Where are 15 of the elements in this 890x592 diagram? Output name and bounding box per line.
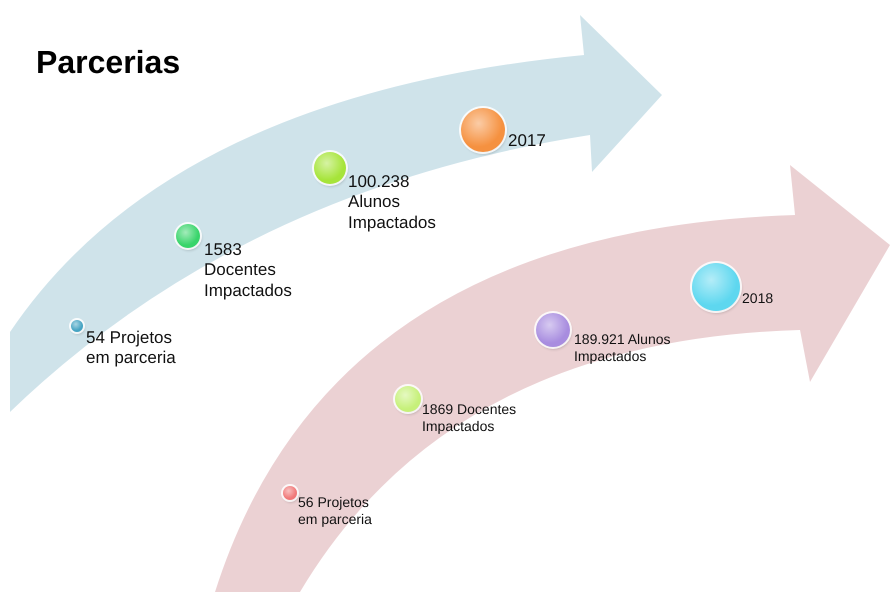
- circle-marker: [176, 224, 200, 248]
- circle-marker: [314, 152, 346, 184]
- node-label: 2017: [508, 131, 547, 152]
- circle-marker: [395, 386, 421, 412]
- node-label: 189.921 Alunos Impactados: [574, 331, 672, 365]
- node-label: 1869 Docentes Impactados: [422, 401, 518, 435]
- node-label: 1583 Docentes Impactados: [204, 240, 293, 302]
- node-label: 54 Projetos em parceria: [86, 328, 177, 369]
- node-label: 56 Projetos em parceria: [298, 494, 373, 528]
- node-label: 2018: [742, 290, 774, 307]
- circle-marker: [71, 320, 83, 332]
- title: Parcerias: [36, 44, 180, 81]
- node-label: 100.238 Alunos Impactados: [348, 172, 437, 234]
- circle-marker: [536, 313, 570, 347]
- circle-marker: [283, 486, 297, 500]
